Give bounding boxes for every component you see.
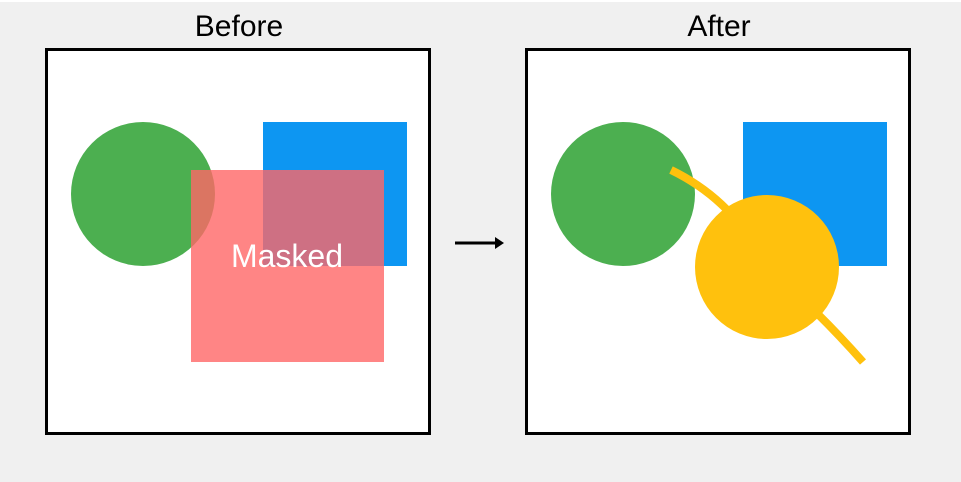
yellow-circle [695,195,839,339]
green-circle [71,122,215,266]
before-title: Before [194,10,284,43]
top-edge-line [0,0,961,2]
before-drawing: Masked [71,122,407,362]
before-panel: Masked [45,48,431,435]
arrow-right-icon [455,237,504,249]
arrow-head [495,237,504,249]
red-mask-square [191,170,384,362]
after-drawing [551,122,887,365]
after-title: After [687,10,751,43]
mask-label: Masked [231,238,343,274]
green-circle [551,122,695,266]
after-panel [525,48,911,435]
